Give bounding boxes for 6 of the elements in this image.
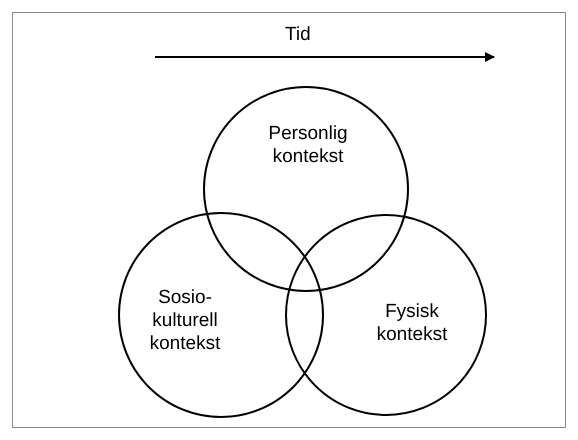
circle-label: Personlig kontekst [267,122,349,168]
circle-label: Sosio-kulturell kontekst [148,286,222,355]
circle-label: Fysisk kontekst [376,300,448,346]
context-circle [285,214,487,416]
axis-label: Tid [285,23,311,46]
context-circle [118,212,324,418]
